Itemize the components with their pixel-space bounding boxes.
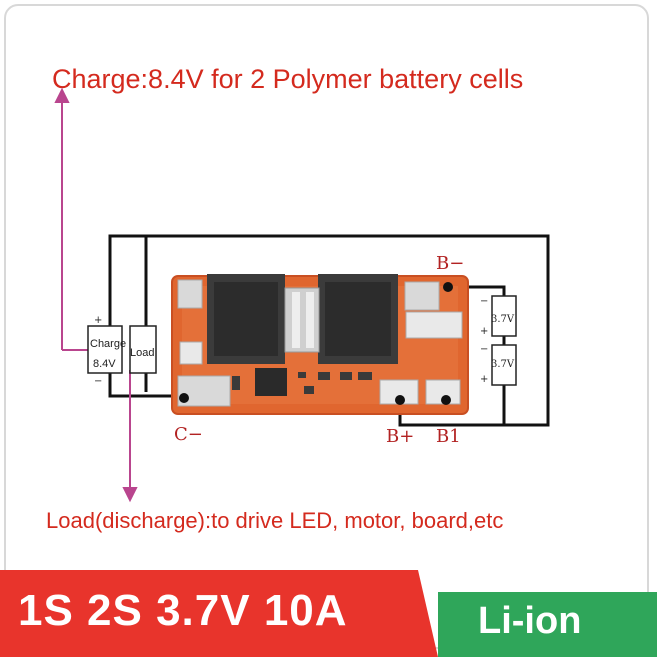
banner-red: [0, 570, 438, 657]
load-note: Load(discharge):to drive LED, motor, boa…: [46, 508, 504, 533]
battery-cell-bottom: 3.7V − +: [480, 344, 517, 386]
charge-title: Charge:8.4V for 2 Polymer battery cells: [52, 64, 524, 94]
load-arrow: [122, 370, 138, 503]
cell-top-voltage: 3.7V: [491, 314, 515, 325]
banner-spec-text: 1S 2S 3.7V 10A: [18, 586, 348, 635]
svg-text:−: −: [480, 344, 488, 355]
banner-type-text: Li-ion: [478, 600, 582, 642]
pcb-board: [171, 274, 469, 415]
load-box: Load: [129, 325, 157, 374]
charge-minus: −: [94, 376, 102, 387]
connection-points: [179, 282, 453, 405]
svg-text:+: +: [480, 374, 488, 385]
charge-plus: +: [94, 315, 102, 326]
battery-cell-top: 3.7V − +: [480, 295, 517, 337]
charge-box-voltage: 8.4V: [93, 358, 116, 370]
svg-text:−: −: [480, 296, 488, 307]
charge-box-label: Charge: [90, 338, 126, 350]
charge-arrow: [54, 87, 88, 351]
b-minus-label: B−: [436, 253, 464, 274]
cell-bottom-voltage: 3.7V: [491, 359, 515, 370]
protection-chip: [255, 368, 287, 396]
b-plus-label: B+: [386, 426, 414, 447]
charge-box: Charge 8.4V + −: [87, 315, 126, 387]
svg-text:+: +: [480, 326, 488, 337]
c-minus-label: C−: [174, 424, 203, 445]
banner-green: [438, 592, 657, 657]
b1-label: B1: [436, 426, 461, 447]
load-box-label: Load: [130, 347, 154, 359]
